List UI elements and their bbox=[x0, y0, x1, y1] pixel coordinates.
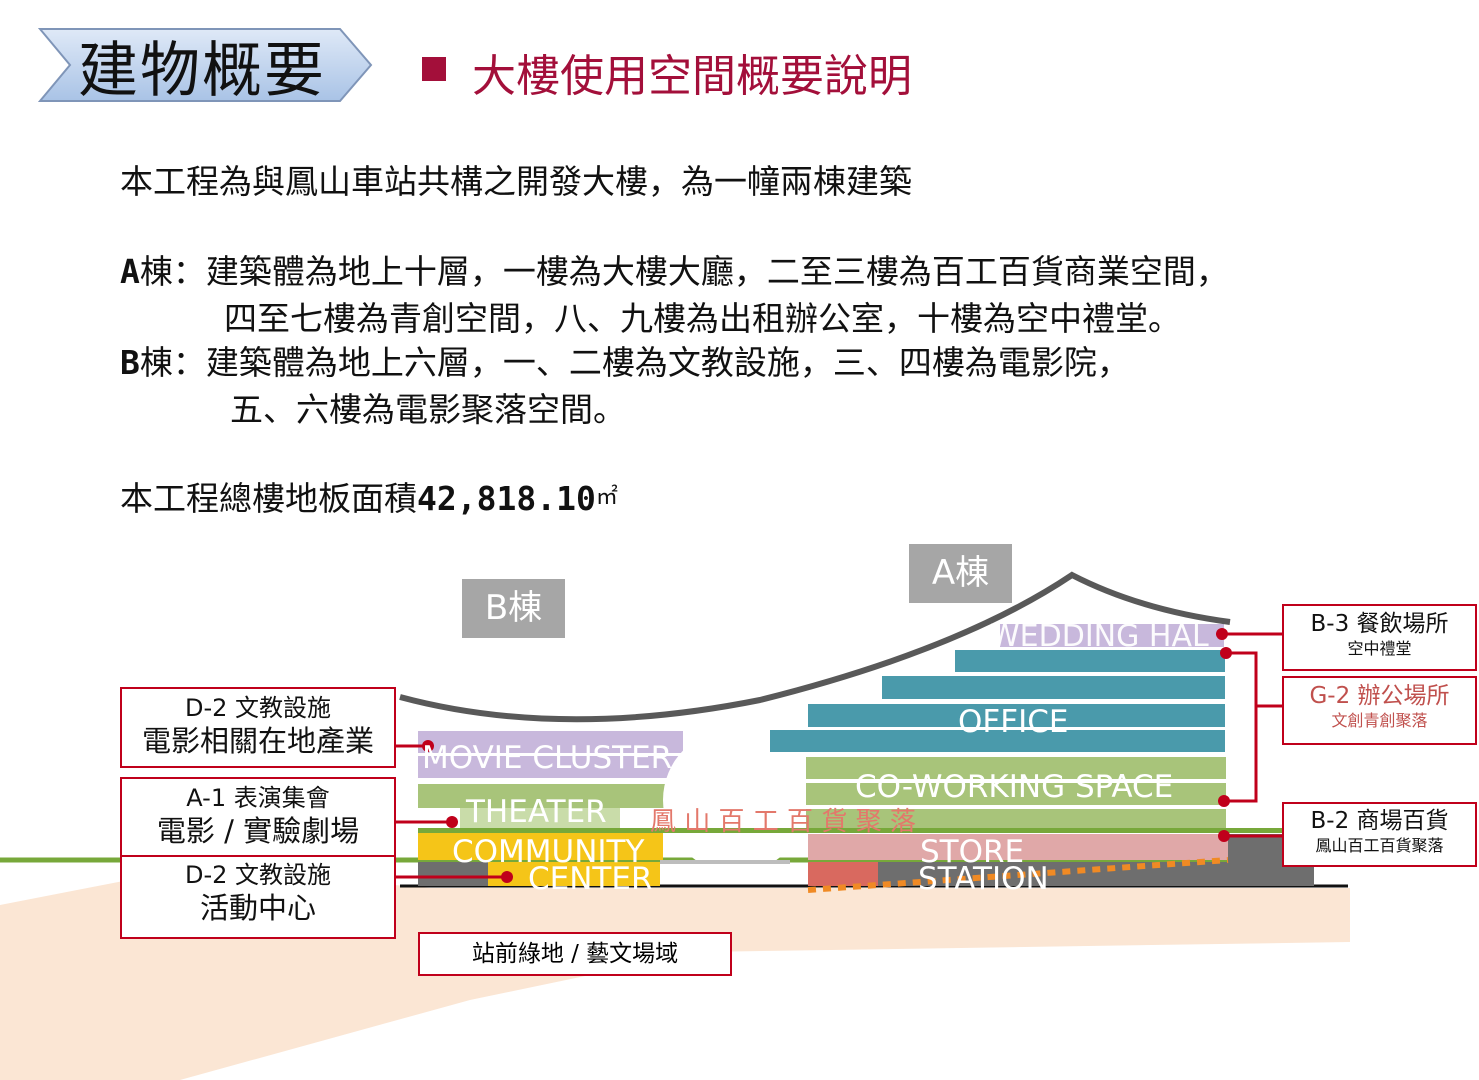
callout-a1-theater: A-1 表演集會 電影 / 實驗劇場 bbox=[120, 777, 396, 858]
callout-a1-top: A-1 表演集會 bbox=[186, 784, 330, 812]
callout-d2-top: D-2 文教設施 bbox=[184, 694, 332, 722]
callout-b3-dining: B-3 餐飲場所 空中禮堂 bbox=[1282, 604, 1477, 671]
building-a-desc1: 棟：建築體為地上十層，一樓為大樓大廳，二至三樓為百工百貨商業空間， bbox=[139, 252, 1229, 291]
title-chevron-shape bbox=[38, 28, 373, 102]
movie-label: MOVIE CLUSTER bbox=[422, 740, 672, 776]
page-title: 建物概要 bbox=[78, 36, 326, 106]
office-label: OFFICE bbox=[958, 704, 1068, 740]
office-floor-8b bbox=[808, 704, 1225, 727]
store-floor bbox=[808, 834, 1228, 860]
center-dark-block bbox=[418, 862, 488, 886]
building-b-desc1: 棟：建築體為地上六層，一、二樓為文教設施，三、四樓為電影院， bbox=[139, 343, 1130, 382]
wedding-floor bbox=[1000, 624, 1224, 647]
callout-d2b-main: 活動中心 bbox=[199, 890, 316, 925]
building-b-line2: 五、六樓為電影聚落空間。 bbox=[230, 390, 626, 429]
mall-label: 鳳 山 百 工 百 貨 聚 落 bbox=[650, 807, 916, 837]
connector-d2-top-dot bbox=[422, 740, 434, 752]
ground-label: 站前綠地 / 藝文場域 bbox=[418, 932, 732, 976]
coworking-label: CO-WORKING SPACE bbox=[855, 769, 1173, 805]
connector-a1-dot bbox=[446, 816, 458, 828]
office-floor-7 bbox=[770, 730, 1225, 752]
office-floor-8a bbox=[882, 676, 1225, 699]
callout-b3-top: B-3 餐飲場所 bbox=[1310, 611, 1449, 637]
connector-d2-bottom-dot bbox=[501, 871, 513, 883]
callout-d2b-top: D-2 文教設施 bbox=[184, 861, 332, 889]
tag-building-a: A棟 bbox=[909, 544, 1012, 603]
connector-g2 bbox=[1224, 651, 1258, 803]
tag-building-b: B棟 bbox=[462, 579, 565, 638]
cowork-floor-5 bbox=[806, 783, 1226, 805]
cowork-floor-6 bbox=[806, 757, 1226, 779]
connector-g2-dot-bottom bbox=[1218, 795, 1230, 807]
connector-g2-dot-top bbox=[1220, 647, 1232, 659]
floor-area-value: 42,818.10 bbox=[417, 479, 596, 518]
page-subtitle: 大樓使用空間概要說明 bbox=[472, 51, 912, 102]
building-a-line1: A棟：建築體為地上十層，一樓為大樓大廳，二至三樓為百工百貨商業空間， bbox=[120, 245, 1229, 293]
callout-b3-sub: 空中禮堂 bbox=[1347, 638, 1412, 658]
mall-strip bbox=[660, 860, 790, 864]
mall-boundary-dots bbox=[807, 857, 1229, 893]
building-b-letter: B bbox=[120, 343, 140, 382]
theater-floor-1 bbox=[418, 784, 668, 808]
subtitle-bullet-icon bbox=[422, 57, 446, 81]
building-a-letter: A bbox=[120, 252, 140, 291]
roof-curve bbox=[399, 571, 1231, 723]
theater-floor-2 bbox=[460, 808, 620, 828]
floor-area-text: 本工程總樓地板面積42,818.10㎡ bbox=[120, 472, 618, 520]
connector-b2-dot bbox=[1218, 830, 1230, 842]
center-label: CENTER bbox=[528, 861, 652, 897]
callout-d2-activity-center: D-2 文教設施 活動中心 bbox=[120, 855, 396, 939]
connector-bridge bbox=[418, 828, 1313, 833]
floor-area-unit: ㎡ bbox=[595, 485, 618, 510]
dome bbox=[663, 728, 809, 872]
callout-d2-movie-industry: D-2 文教設施 電影相關在地產業 bbox=[120, 687, 396, 768]
callout-b2-sub: 鳳山百工百貨聚落 bbox=[1315, 835, 1444, 855]
floor-area-prefix: 本工程總樓地板面積 bbox=[120, 479, 417, 518]
callout-b2-top: B-2 商場百貨 bbox=[1310, 808, 1449, 834]
building-a-line2: 四至七樓為青創空間，八、九樓為出租辦公室，十樓為空中禮堂。 bbox=[224, 299, 1181, 338]
callout-g2-office: G-2 辦公場所 文創青創聚落 bbox=[1282, 676, 1477, 745]
connector-b3-dot bbox=[1216, 628, 1228, 640]
cowork-floor-4 bbox=[806, 809, 1226, 831]
intro-text: 本工程為與鳳山車站共構之開發大樓，為一幢兩棟建築 bbox=[120, 162, 912, 201]
office-floor-9 bbox=[955, 650, 1225, 672]
callout-b2-mall: B-2 商場百貨 鳳山百工百貨聚落 bbox=[1282, 802, 1477, 867]
movie-floor-2 bbox=[418, 756, 683, 778]
store-label: STORE bbox=[920, 834, 1024, 870]
station-label: STATION bbox=[918, 861, 1049, 897]
building-b-line1: B棟：建築體為地上六層，一、二樓為文教設施，三、四樓為電影院， bbox=[120, 336, 1130, 384]
community-floor bbox=[418, 833, 663, 860]
callout-g2-top: G-2 辦公場所 bbox=[1309, 683, 1450, 709]
theater-label: THEATER bbox=[465, 794, 607, 830]
community-label: COMMUNITY bbox=[452, 834, 644, 870]
callout-g2-sub: 文創青創聚落 bbox=[1331, 710, 1428, 730]
movie-floor-1 bbox=[418, 731, 683, 753]
station-floor-red bbox=[808, 862, 878, 886]
callout-d2-main: 電影相關在地產業 bbox=[141, 723, 374, 758]
callout-a1-main: 電影 / 實驗劇場 bbox=[156, 813, 360, 848]
wedding-label: WEDDING HAL bbox=[990, 619, 1209, 654]
